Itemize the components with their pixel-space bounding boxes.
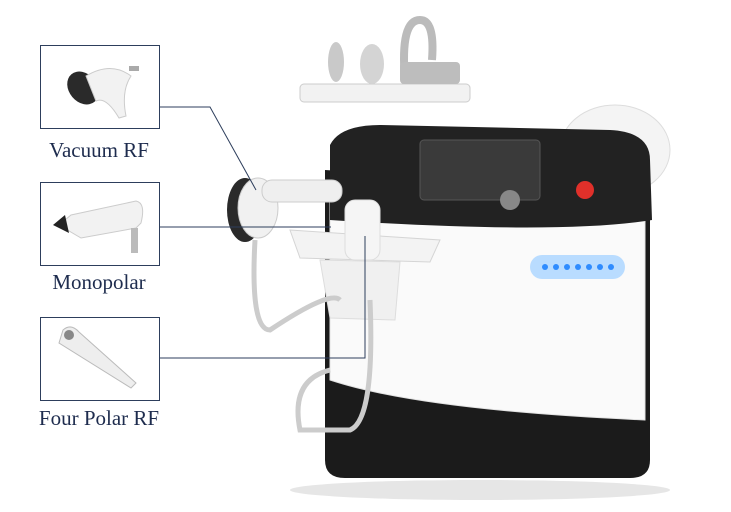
four-polar-rf-image-box bbox=[40, 317, 160, 401]
vacuum-rf-handpiece-icon bbox=[67, 66, 139, 119]
vacuum-rf-label: Vacuum RF bbox=[49, 138, 149, 162]
monopolar-label: Monopolar bbox=[52, 270, 146, 294]
monopolar-handpiece-icon bbox=[53, 200, 144, 253]
monopolar-image-box bbox=[40, 182, 160, 266]
four-polar-rf-handpiece-icon bbox=[58, 326, 137, 389]
four-polar-rf-label: Four Polar RF bbox=[38, 406, 160, 430]
vacuum-rf-image-box bbox=[40, 45, 160, 129]
